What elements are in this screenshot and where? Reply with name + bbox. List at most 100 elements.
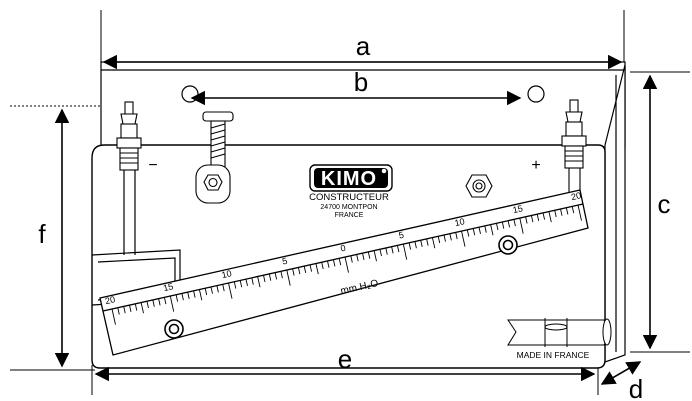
scale-tick [303, 266, 307, 273]
scale-tick-label: 5 [398, 230, 405, 241]
dim-label-c: c [658, 189, 671, 219]
scale-tick [158, 298, 161, 306]
scale-tick [292, 268, 295, 276]
scale-tick [327, 260, 330, 268]
scale-tick [297, 267, 301, 275]
inclined-scale [99, 189, 589, 356]
scale-tick [373, 250, 377, 262]
scale-tick [350, 255, 353, 263]
made-in-label: MADE IN FRANCE [517, 350, 590, 360]
scale-tick [198, 289, 203, 301]
scale-tick [525, 216, 528, 224]
scale-tick [228, 282, 233, 299]
scale-tick [495, 223, 499, 231]
kimo-logo: KIMO [309, 164, 393, 192]
scale-tick [187, 292, 190, 299]
scale-tick-label: 5 [281, 256, 288, 267]
scale-tick [216, 285, 219, 293]
scale-tick [396, 245, 400, 253]
plus-sign: + [531, 157, 540, 174]
scale-tick-label: 15 [512, 203, 524, 215]
scale-ticks [111, 204, 582, 325]
scale-tick-label: 10 [221, 268, 233, 280]
scale-tick [449, 233, 452, 241]
scale-tick [571, 206, 575, 214]
level-bubble [507, 318, 612, 347]
scale-tick [338, 258, 342, 266]
scale-tick [140, 302, 144, 314]
scale-tick-label: 20 [570, 190, 582, 202]
scale-tick [466, 229, 470, 237]
scale-tick [408, 242, 412, 250]
address-line-2: FRANCE [335, 212, 364, 219]
dim-label-e: e [338, 344, 352, 374]
scale-tick [111, 308, 116, 325]
scale-tick [129, 305, 132, 312]
scale-tick [414, 241, 417, 249]
scale-tick [565, 207, 569, 215]
scale-tick [175, 294, 179, 302]
scale-screws [164, 235, 518, 339]
right-nut [465, 174, 493, 198]
scale-tick [478, 227, 481, 234]
scale-tick [134, 303, 138, 311]
scale-tick-label: 15 [162, 281, 174, 293]
right-fitting [561, 99, 587, 200]
scale-tick [402, 243, 408, 260]
scale-tick [461, 230, 466, 247]
scale-tick [263, 275, 266, 283]
scale-tick [548, 211, 552, 223]
scale-tick [315, 263, 319, 275]
scale-tick [356, 254, 359, 262]
dim-label-a: a [356, 31, 371, 61]
scale-tick [321, 262, 324, 270]
scale-tick [554, 210, 557, 218]
mounting-holes [181, 85, 545, 103]
scale-tick [379, 249, 382, 257]
scale-tick [443, 234, 446, 242]
scale-tick [530, 215, 534, 223]
scale-tick [222, 284, 225, 292]
brand-name: KIMO [321, 168, 377, 190]
scale-tick [426, 238, 429, 246]
scale-tick [344, 256, 349, 273]
scale-tick [391, 246, 394, 254]
scale-tick [280, 271, 283, 279]
scale-tick [268, 273, 272, 281]
scale-tick [204, 288, 208, 296]
scale-tick [193, 290, 196, 298]
scale-tick [519, 217, 524, 234]
scale-tick [484, 225, 487, 233]
scale-tick [163, 297, 167, 305]
scale-tick [146, 301, 149, 309]
scale-tick [123, 306, 126, 314]
scale-tick [513, 219, 516, 227]
scale-tick [309, 264, 313, 272]
left-fitting [116, 101, 142, 171]
adjustment-screw [195, 111, 234, 204]
scale-tick [286, 269, 291, 286]
scale-tick [490, 224, 494, 236]
scale-tick [332, 259, 336, 267]
dimension-lines [54, 54, 658, 385]
scale-tick [233, 281, 237, 289]
scale-tick-label: 10 [454, 216, 466, 228]
minus-sign: − [148, 157, 157, 174]
scale-tick [501, 221, 505, 229]
scale-tick [245, 279, 248, 286]
scale-tick-label: 0 [340, 243, 347, 254]
back-plate [100, 61, 626, 363]
scale-tick [577, 204, 582, 221]
scale-tick [210, 286, 213, 294]
scale-tick [431, 237, 436, 249]
scale-tick [152, 299, 155, 307]
scale-tick [437, 236, 441, 244]
scale-tick [362, 253, 365, 260]
scale-tick [367, 251, 371, 259]
scale-tick [181, 293, 184, 301]
scale-tick [507, 220, 511, 228]
scale-tick [239, 280, 243, 288]
